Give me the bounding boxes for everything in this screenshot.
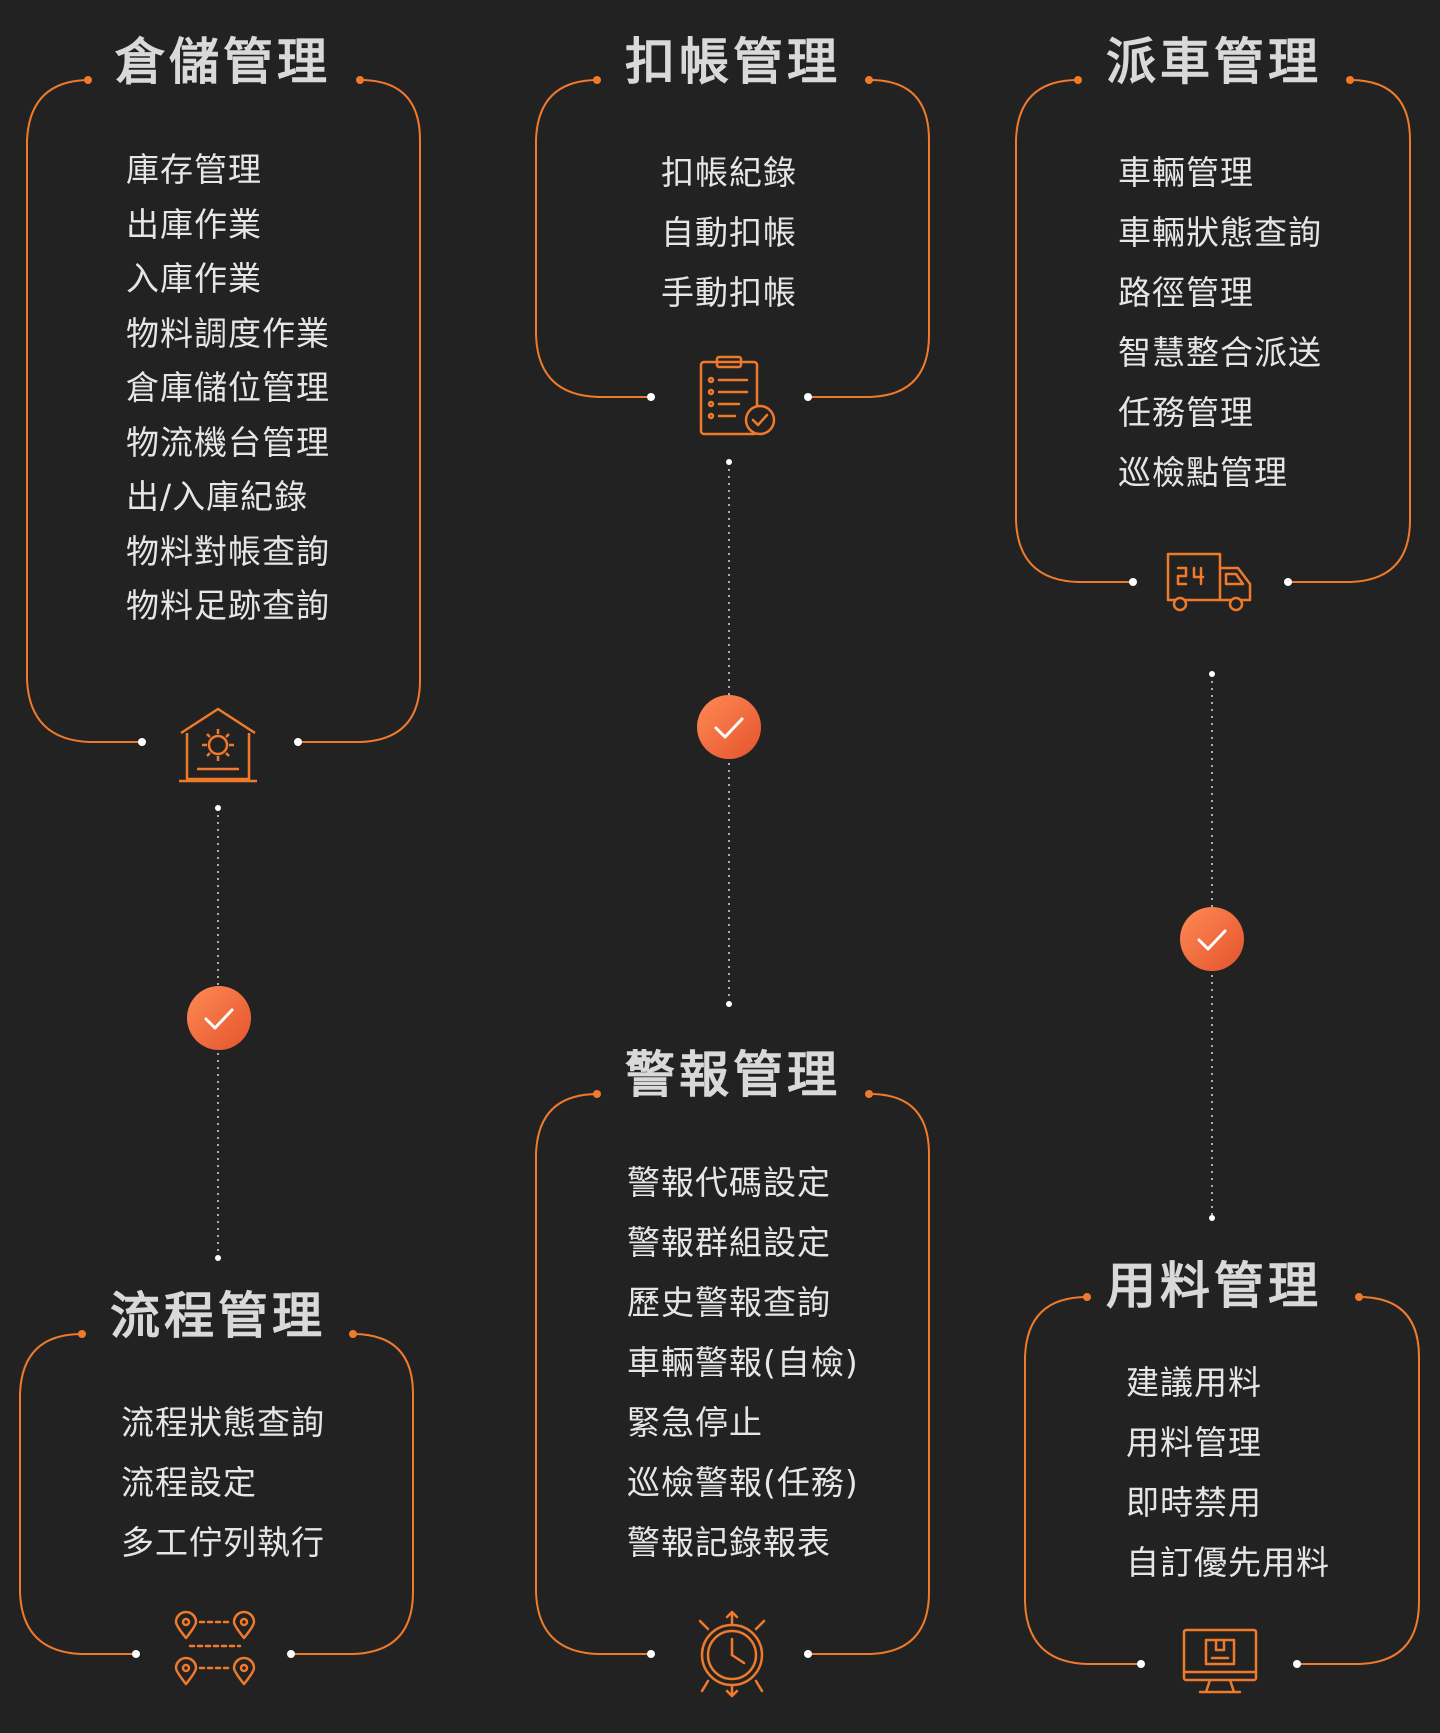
list-item: 任務管理 bbox=[1118, 393, 1254, 432]
delivery-truck-24-icon bbox=[1166, 552, 1252, 612]
check-badge bbox=[697, 695, 761, 759]
list-item: 車輛管理 bbox=[1118, 153, 1254, 192]
list-item: 路徑管理 bbox=[1118, 273, 1254, 312]
list-item: 車輛警報(自檢) bbox=[627, 1343, 859, 1382]
list-item: 手動扣帳 bbox=[661, 273, 797, 312]
process-item-list: 流程狀態查詢 流程設定 多工佇列執行 bbox=[121, 1393, 325, 1573]
warehouse-item-list: 庫存管理 出庫作業 入庫作業 物料調度作業 倉庫儲位管理 物流機台管理 出/入庫… bbox=[126, 143, 330, 634]
alarm-card-title: 警報管理 bbox=[625, 1046, 841, 1104]
checkmark-icon bbox=[714, 717, 744, 739]
alarm-clock-icon bbox=[698, 1610, 766, 1698]
material-item-list: 建議用料 用料管理 即時禁用 自訂優先用料 bbox=[1126, 1353, 1330, 1593]
list-item: 警報記錄報表 bbox=[627, 1523, 831, 1562]
list-item: 流程設定 bbox=[121, 1463, 257, 1502]
deduction-frame bbox=[535, 79, 930, 398]
checkmark-icon bbox=[204, 1008, 234, 1030]
material-card-title: 用料管理 bbox=[1106, 1257, 1322, 1315]
checkmark-icon bbox=[1197, 929, 1227, 951]
list-item: 即時禁用 bbox=[1126, 1483, 1262, 1522]
list-item: 警報群組設定 bbox=[627, 1223, 831, 1262]
check-badge bbox=[1180, 907, 1244, 971]
list-item: 出庫作業 bbox=[126, 204, 262, 244]
list-item: 庫存管理 bbox=[126, 150, 262, 189]
list-item: 流程狀態查詢 bbox=[121, 1403, 325, 1442]
list-item: 建議用料 bbox=[1126, 1363, 1262, 1402]
list-item: 扣帳紀錄 bbox=[661, 153, 797, 192]
monitor-box-icon bbox=[1182, 1628, 1258, 1694]
list-item: 物流機台管理 bbox=[126, 422, 330, 462]
route-pins-icon bbox=[174, 1610, 256, 1686]
deduction-card-title: 扣帳管理 bbox=[625, 33, 841, 91]
list-item: 智慧整合派送 bbox=[1118, 333, 1322, 372]
process-frame bbox=[19, 1333, 414, 1655]
alarm-frame bbox=[535, 1093, 930, 1655]
dispatch-frame bbox=[1015, 79, 1411, 583]
alarm-item-list: 警報代碼設定 警報群組設定 歷史警報查詢 車輛警報(自檢) 緊急停止 巡檢警報(… bbox=[627, 1153, 859, 1573]
list-item: 多工佇列執行 bbox=[121, 1523, 325, 1562]
list-item: 物料對帳查詢 bbox=[126, 531, 330, 571]
list-item: 巡檢點管理 bbox=[1118, 453, 1288, 492]
list-item: 車輛狀態查詢 bbox=[1118, 213, 1322, 252]
list-item: 巡檢警報(任務) bbox=[627, 1463, 859, 1502]
warehouse-card-title: 倉儲管理 bbox=[115, 33, 331, 91]
dispatch-item-list: 車輛管理 車輛狀態查詢 路徑管理 智慧整合派送 任務管理 巡檢點管理 bbox=[1118, 143, 1322, 503]
list-item: 出/入庫紀錄 bbox=[126, 477, 309, 516]
list-item: 物料足跡查詢 bbox=[126, 586, 330, 625]
list-item: 歷史警報查詢 bbox=[627, 1283, 831, 1322]
process-card-title: 流程管理 bbox=[110, 1287, 326, 1345]
list-item: 自訂優先用料 bbox=[1126, 1543, 1330, 1582]
list-item: 入庫作業 bbox=[126, 259, 262, 298]
material-frame bbox=[1024, 1296, 1420, 1665]
list-item: 物料調度作業 bbox=[126, 313, 330, 353]
warehouse-gear-icon bbox=[179, 707, 257, 783]
warehouse-frame bbox=[26, 79, 421, 743]
clipboard-check-icon bbox=[699, 355, 776, 436]
list-item: 警報代碼設定 bbox=[627, 1163, 831, 1202]
list-item: 用料管理 bbox=[1126, 1423, 1262, 1462]
dispatch-card-title: 派車管理 bbox=[1106, 33, 1322, 91]
check-badge bbox=[187, 986, 251, 1050]
list-item: 緊急停止 bbox=[627, 1403, 763, 1442]
list-item: 倉庫儲位管理 bbox=[126, 368, 330, 407]
deduction-item-list: 扣帳紀錄 自動扣帳 手動扣帳 bbox=[661, 143, 797, 323]
list-item: 自動扣帳 bbox=[661, 213, 797, 252]
